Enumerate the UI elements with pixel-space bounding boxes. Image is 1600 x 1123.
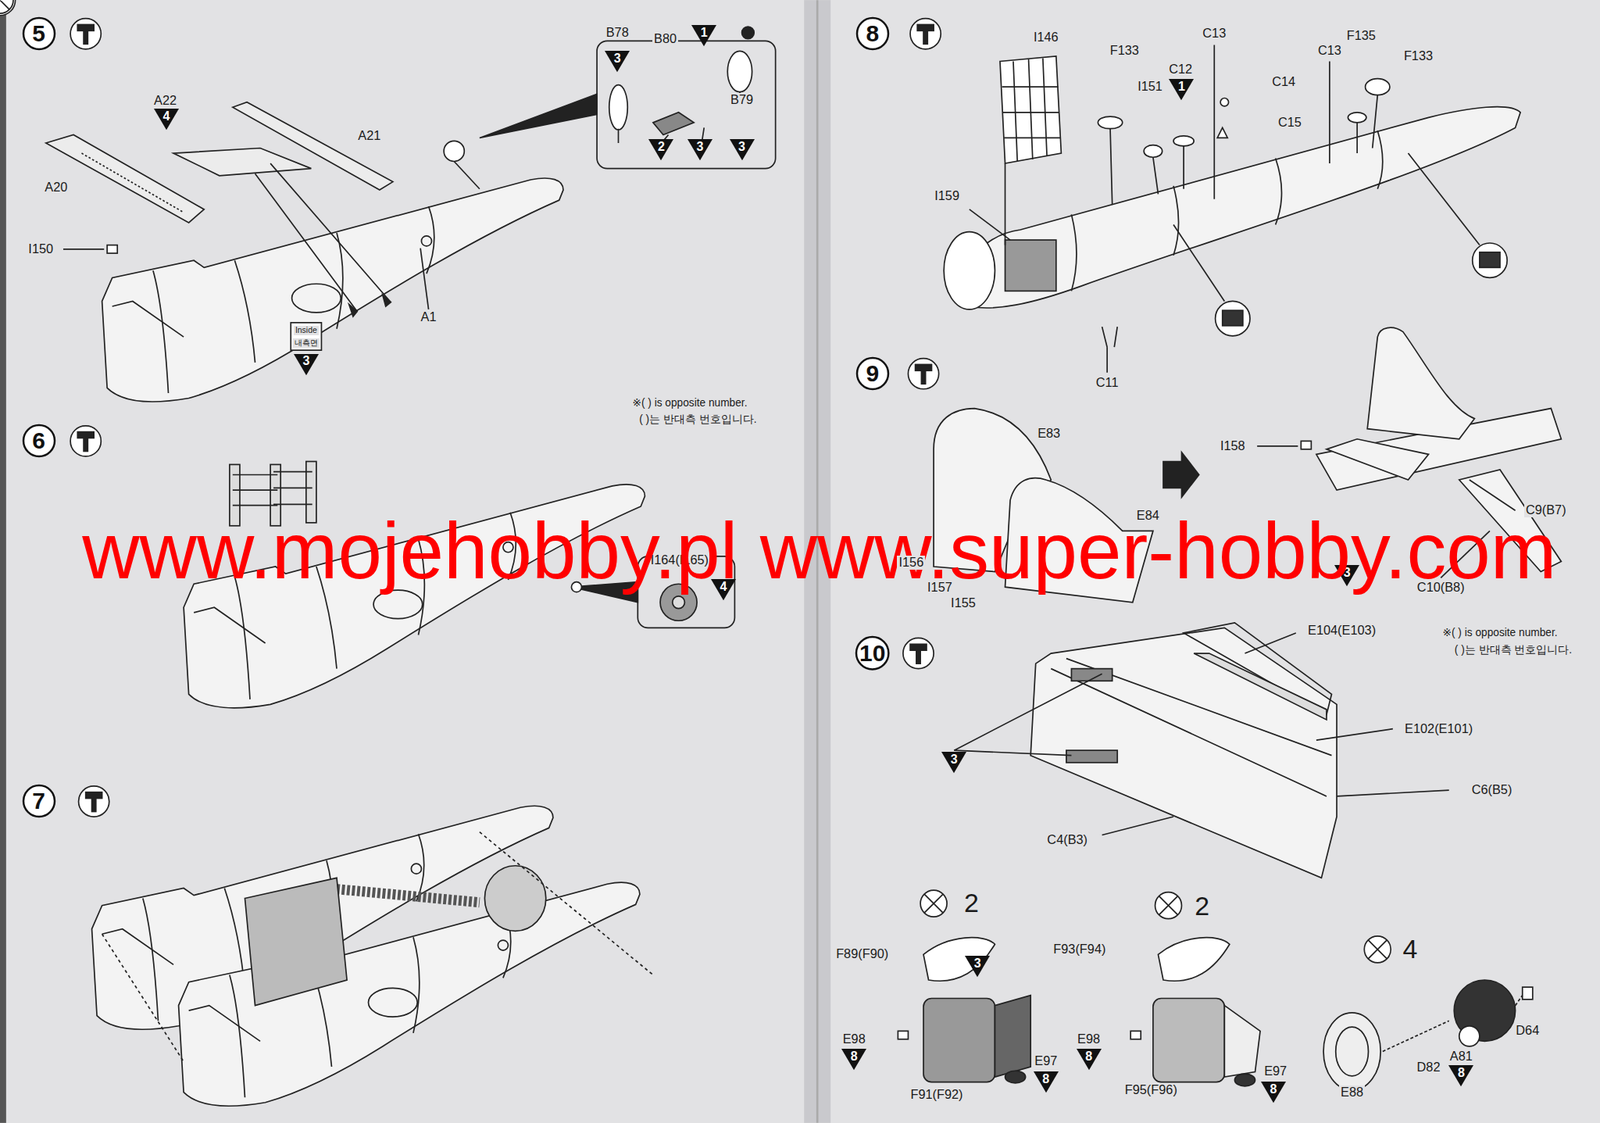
part-number: F95(F96) bbox=[1123, 1082, 1179, 1097]
part-number: I151 bbox=[1135, 79, 1165, 94]
part-number: E84 bbox=[1135, 508, 1161, 523]
step-number: 5 bbox=[21, 16, 57, 51]
part-number: C13 bbox=[1316, 43, 1343, 58]
paint-callout: 8 bbox=[1260, 1081, 1286, 1103]
part-number: A1 bbox=[419, 310, 439, 325]
step-number: 10 bbox=[854, 635, 890, 671]
paint-callout: 1 bbox=[1168, 78, 1194, 100]
callout-number: 2 bbox=[657, 140, 665, 154]
callout-number: 8 bbox=[1042, 1072, 1050, 1086]
paint-callout: 3 bbox=[964, 955, 990, 977]
callout-number: 3 bbox=[738, 140, 746, 154]
part-number: C9(B7) bbox=[1524, 503, 1568, 518]
note: ( )는 반대측 번호입니다. bbox=[637, 413, 758, 425]
part-number: A21 bbox=[356, 128, 383, 143]
step-number: 7 bbox=[21, 783, 57, 818]
part-number: F91(F92) bbox=[908, 1087, 965, 1102]
part-number: B80 bbox=[652, 32, 679, 47]
step-number: 8 bbox=[855, 16, 890, 51]
callout-number: 3 bbox=[696, 140, 704, 154]
paint-callout: 3 bbox=[941, 751, 967, 773]
side-note: 내측면 bbox=[292, 338, 320, 347]
part-number: E88 bbox=[1339, 1085, 1365, 1100]
part-number: A22 bbox=[152, 93, 179, 108]
part-number: E97 bbox=[1032, 1053, 1059, 1068]
paint-callout: 3 bbox=[729, 139, 755, 161]
part-number: C6(B5) bbox=[1470, 782, 1515, 797]
part-number: F89(F90) bbox=[834, 946, 890, 961]
part-number: C12 bbox=[1167, 62, 1194, 77]
part-number: E98 bbox=[841, 1032, 868, 1047]
part-number: B78 bbox=[604, 25, 631, 40]
part-number: E97 bbox=[1262, 1064, 1289, 1079]
callout-number: 3 bbox=[974, 957, 982, 970]
quantity: 2 bbox=[962, 888, 981, 918]
part-number: C13 bbox=[1200, 26, 1228, 41]
quantity: 2 bbox=[1192, 891, 1211, 921]
step-number-text: 8 bbox=[865, 21, 879, 46]
part-number: I157 bbox=[925, 580, 954, 595]
part-number: I155 bbox=[949, 596, 978, 611]
callout-number: 1 bbox=[700, 26, 708, 40]
part-number: F133 bbox=[1108, 43, 1141, 58]
paint-callout: 1 bbox=[691, 25, 717, 47]
paint-callout: 8 bbox=[841, 1048, 867, 1070]
part-number: E98 bbox=[1075, 1032, 1102, 1047]
part-number: C10(B8) bbox=[1415, 580, 1467, 595]
paint-callout: 3 bbox=[687, 139, 713, 161]
paint-callout: 4 bbox=[153, 108, 179, 130]
part-number: A20 bbox=[42, 180, 69, 195]
part-number: E104(E103) bbox=[1306, 623, 1378, 638]
paint-callout: 8 bbox=[1033, 1071, 1059, 1093]
paint-callout: 3 bbox=[293, 353, 319, 375]
step-number: 9 bbox=[855, 356, 890, 391]
part-number: C4(B3) bbox=[1045, 832, 1090, 847]
part-number: E83 bbox=[1035, 426, 1062, 441]
callout-number: 8 bbox=[850, 1050, 858, 1063]
note: ( )는 반대측 번호입니다. bbox=[1453, 643, 1574, 656]
part-number: E102(E101) bbox=[1403, 721, 1475, 736]
step-number: 6 bbox=[21, 423, 57, 458]
note: ※( ) is opposite number. bbox=[1440, 626, 1559, 639]
callout-number: 1 bbox=[1178, 80, 1186, 93]
callout-number: 3 bbox=[950, 753, 958, 766]
note: ※( ) is opposite number. bbox=[630, 396, 749, 409]
part-number: I146 bbox=[1032, 30, 1061, 45]
watermark: www.mojehobby.pl www.super-hobby.com bbox=[82, 511, 1557, 592]
part-number: F133 bbox=[1402, 49, 1435, 64]
callout-number: 4 bbox=[162, 110, 170, 123]
callout-number: 8 bbox=[1085, 1050, 1093, 1063]
step-number-text: 5 bbox=[32, 21, 46, 46]
part-number: I159 bbox=[932, 189, 961, 204]
quantity: 4 bbox=[1401, 934, 1420, 964]
part-number: D64 bbox=[1514, 1023, 1541, 1038]
step-number-text: 6 bbox=[32, 428, 46, 453]
part-number: F135 bbox=[1345, 28, 1378, 43]
step-number-text: 9 bbox=[865, 361, 879, 386]
callout-number: 3 bbox=[614, 52, 622, 65]
part-number: A81 bbox=[1448, 1049, 1475, 1064]
paint-callout: 3 bbox=[604, 50, 630, 72]
step-number-text: 7 bbox=[32, 789, 46, 813]
paint-callout: 8 bbox=[1448, 1064, 1474, 1086]
callout-number: 3 bbox=[302, 354, 310, 368]
step-number-text: 10 bbox=[859, 641, 886, 665]
part-number: C14 bbox=[1270, 75, 1297, 90]
paint-callout: 2 bbox=[648, 139, 674, 161]
side-note: Inside bbox=[293, 325, 319, 335]
paint-callout: 8 bbox=[1076, 1048, 1102, 1070]
part-number: I150 bbox=[26, 242, 55, 257]
part-number: C11 bbox=[1094, 375, 1121, 390]
part-number: F93(F94) bbox=[1051, 942, 1108, 957]
callout-number: 8 bbox=[1457, 1066, 1465, 1079]
part-number: I158 bbox=[1218, 439, 1247, 454]
part-number: C15 bbox=[1276, 115, 1304, 130]
part-number: B79 bbox=[728, 92, 755, 108]
part-number: I156 bbox=[896, 555, 925, 570]
part-number: D82 bbox=[1415, 1060, 1443, 1075]
callout-number: 8 bbox=[1270, 1082, 1278, 1096]
